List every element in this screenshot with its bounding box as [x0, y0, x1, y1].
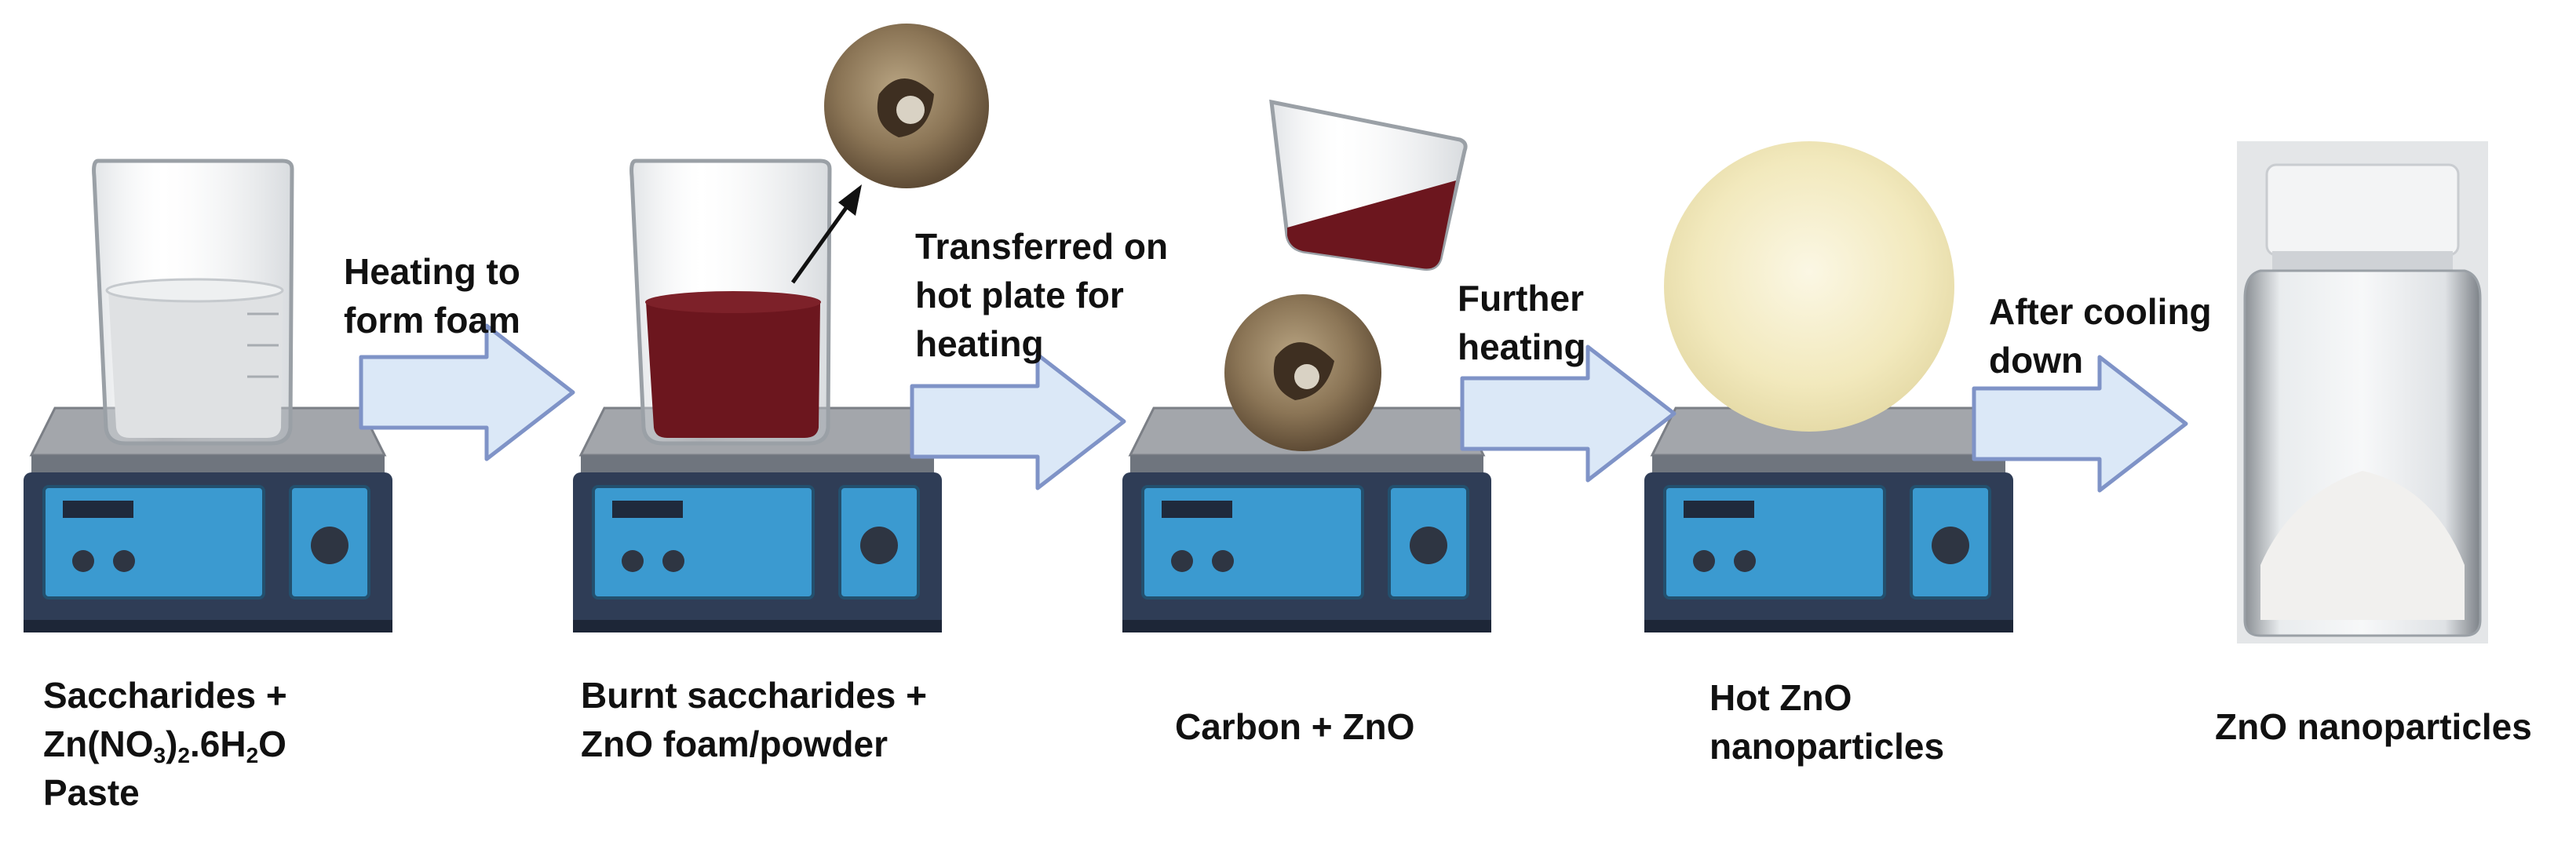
stage-2-group	[571, 24, 989, 634]
arrow-step-2	[912, 355, 1124, 488]
stage-4-group	[1643, 141, 2015, 634]
beaker-brown	[629, 159, 832, 446]
stage-caption-3: Carbon + ZnO	[1175, 706, 1415, 747]
stage-caption-5: ZnO nanoparticles	[2215, 706, 2532, 747]
arrow-step-1	[361, 326, 573, 459]
pointer-arrowhead	[838, 184, 862, 216]
pointer-arrow	[790, 199, 854, 284]
stage-caption-2: Burnt saccharides + ZnO foam/powder	[581, 675, 928, 764]
stage-1-group	[22, 159, 394, 634]
foam-ball-1	[824, 24, 989, 188]
zno-disc	[1664, 141, 1954, 432]
pouring-beaker	[1269, 99, 1468, 271]
stage-5-group	[2237, 141, 2488, 643]
stage-caption-1: Saccharides + Zn(NO3)2.6H2O Paste	[43, 675, 287, 813]
foam-ball-2	[1224, 294, 1381, 451]
hot-plate-4	[1643, 406, 2015, 634]
step-label-3: Further heating	[1458, 278, 1586, 367]
step-label-4: After cooling down	[1989, 291, 2212, 381]
stage-3-group	[1121, 99, 1493, 634]
step-label-2: Transferred on hot plate for heating	[915, 226, 1169, 364]
vial-cap	[2265, 163, 2460, 257]
stage-caption-1-formula: Zn(NO3)2.6H2O	[43, 724, 286, 767]
step-label-1: Heating to form foam	[344, 251, 520, 341]
beaker-clear	[92, 159, 294, 446]
stage-caption-4: Hot ZnO nanoparticles	[1709, 677, 1945, 767]
zno-powder	[2260, 471, 2465, 620]
